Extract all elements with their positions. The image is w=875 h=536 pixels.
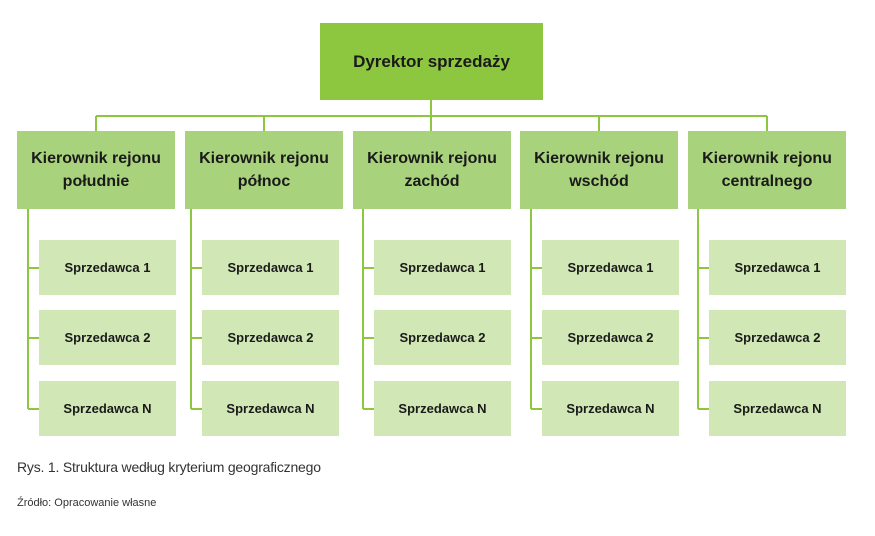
seller-east-1: Sprzedawca 1: [542, 240, 679, 295]
manager-south: Kierownik rejonu południe: [17, 131, 175, 209]
seller-central-1: Sprzedawca 1: [709, 240, 846, 295]
seller-west-1: Sprzedawca 1: [374, 240, 511, 295]
seller-south-n: Sprzedawca N: [39, 381, 176, 436]
seller-north-n: Sprzedawca N: [202, 381, 339, 436]
seller-central-2: Sprzedawca 2: [709, 310, 846, 365]
figure-caption: Rys. 1. Struktura według kryterium geogr…: [17, 459, 321, 475]
seller-west-2: Sprzedawca 2: [374, 310, 511, 365]
figure-source: Źródło: Opracowanie własne: [17, 497, 157, 509]
seller-north-1: Sprzedawca 1: [202, 240, 339, 295]
seller-east-2: Sprzedawca 2: [542, 310, 679, 365]
seller-west-n: Sprzedawca N: [374, 381, 511, 436]
director-box: Dyrektor sprzedaży: [320, 23, 543, 100]
manager-east: Kierownik rejonu wschód: [520, 131, 678, 209]
seller-central-n: Sprzedawca N: [709, 381, 846, 436]
manager-central: Kierownik rejonu centralnego: [688, 131, 846, 209]
manager-north: Kierownik rejonu północ: [185, 131, 343, 209]
manager-west: Kierownik rejonu zachód: [353, 131, 511, 209]
seller-south-2: Sprzedawca 2: [39, 310, 176, 365]
seller-north-2: Sprzedawca 2: [202, 310, 339, 365]
seller-south-1: Sprzedawca 1: [39, 240, 176, 295]
seller-east-n: Sprzedawca N: [542, 381, 679, 436]
